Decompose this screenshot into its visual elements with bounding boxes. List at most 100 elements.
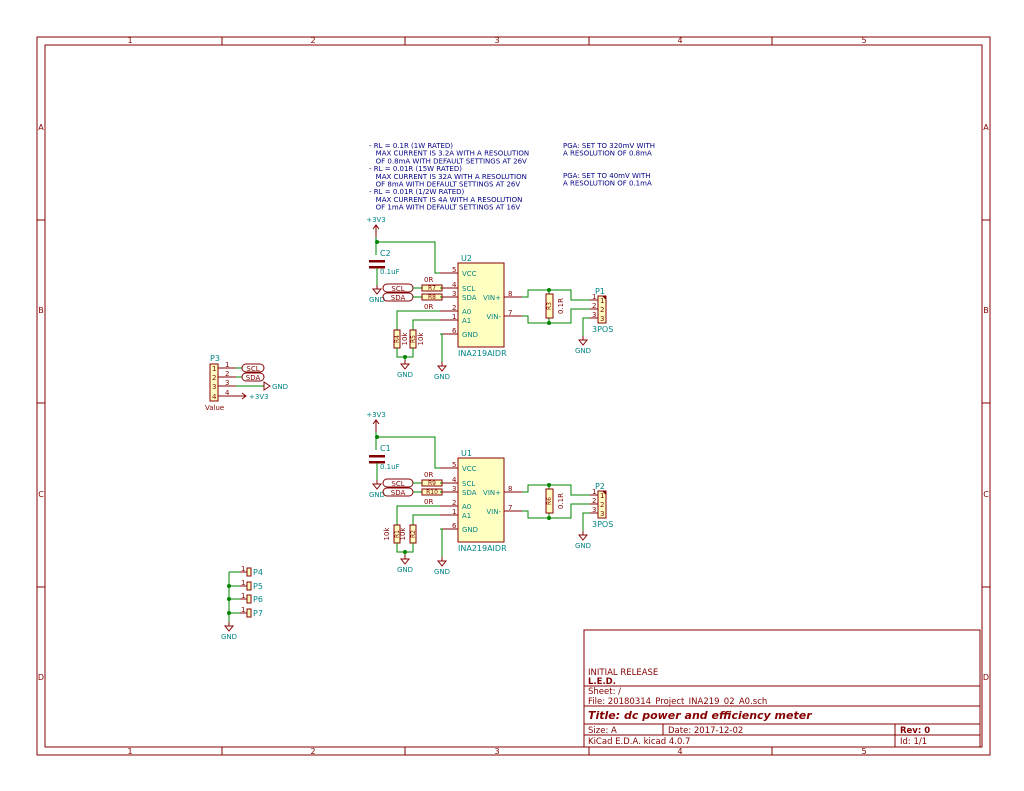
ic-body[interactable]: [457, 262, 505, 348]
ic-value: INA219AIDR: [458, 544, 507, 553]
gnd-label: GND: [369, 491, 385, 499]
pin-number: 2: [600, 306, 604, 314]
ground-symbol-icon: [577, 336, 589, 346]
resistor-ref: R4: [394, 335, 401, 343]
resistor-ref: R1: [394, 530, 401, 538]
design-notes: - RL = 0.1R (1W RATED) MAX CURRENT IS 3.…: [369, 142, 655, 212]
pin-number: 2: [592, 302, 596, 310]
pin-name: GND: [462, 331, 478, 339]
wire: [522, 308, 590, 324]
net-label-text: SDA: [246, 374, 261, 382]
net-label-text: SDA: [391, 489, 406, 497]
ground-symbol-icon: [223, 622, 235, 632]
resistor-value: 0.1R: [557, 493, 565, 509]
resistor-value: 10k: [401, 332, 409, 346]
note-line: OF 8mA WITH DEFAULT SETTINGS AT 26V: [369, 181, 520, 189]
tb-id: Id: 1/1: [900, 737, 927, 747]
wire: [440, 528, 443, 557]
pin-number: 4: [452, 281, 457, 289]
connector-p5[interactable]: [246, 581, 252, 591]
connector-p6[interactable]: [246, 594, 252, 604]
column-label: 4: [677, 747, 682, 756]
ground-symbol-icon: [371, 480, 383, 490]
resistor-value: 0R: [424, 303, 433, 311]
connector-value: 3POS: [592, 520, 613, 529]
resistor-ref: R10: [426, 489, 438, 496]
pin-number: 8: [508, 290, 512, 298]
net-label-text: SCL: [391, 480, 404, 488]
gnd-label: GND: [221, 633, 237, 641]
pin-number: 1: [241, 606, 245, 614]
row-label: B: [38, 306, 44, 315]
pin1-marker-icon: [602, 491, 606, 495]
tb-rev: Rev: 0: [900, 726, 930, 736]
note-line: OF 0.8mA WITH DEFAULT SETTINGS AT 26V: [369, 157, 527, 165]
connector-ref: P3: [210, 354, 220, 363]
pin-number: 3: [592, 506, 596, 514]
pin-name: VCC: [462, 465, 477, 473]
row-label: D: [38, 673, 44, 682]
row-label: B: [983, 306, 989, 315]
note-line: PGA: SET TO 320mV WITH: [563, 142, 655, 150]
pin-number: 5: [452, 461, 456, 469]
connector-value: 3POS: [592, 325, 613, 334]
row-label: C: [38, 490, 44, 499]
connector-ref: P1: [595, 287, 605, 296]
resistor-value: 10k: [383, 527, 391, 541]
cap-ref: C2: [380, 249, 391, 258]
column-label: 3: [494, 747, 499, 756]
pin-number: 5: [452, 266, 456, 274]
pin-number: 6: [452, 522, 457, 530]
connector-ref: P6: [253, 595, 263, 604]
power-arrow-icon: [236, 392, 247, 400]
vcc-label: +3V3: [366, 411, 386, 419]
row-label: A: [983, 123, 989, 132]
gnd-label: GND: [575, 347, 591, 355]
pin-name: VIN-: [486, 508, 501, 516]
pin-number: 2: [600, 501, 604, 509]
note-line: OF 1mA WITH DEFAULT SETTINGS AT 16V: [369, 204, 520, 212]
tb-comment: INITIAL RELEASE: [588, 668, 658, 678]
capacitor-symbol: [369, 266, 385, 269]
pin-number: 4: [452, 476, 457, 484]
note-line: - RL = 0.01R (15W RATED): [369, 165, 462, 173]
gnd-label: GND: [369, 296, 385, 304]
net-label-text: SCL: [246, 365, 259, 373]
ground-symbol-icon: [436, 362, 448, 372]
resistor-value: 10k: [417, 332, 425, 346]
pin-number: 1: [225, 361, 229, 369]
wire: [582, 512, 590, 531]
pin-number: 1: [592, 488, 596, 496]
connector-p7[interactable]: [246, 608, 252, 618]
ic-body[interactable]: [457, 457, 505, 543]
pin-number: 1: [452, 313, 456, 321]
pin-name: A1: [462, 317, 471, 325]
pin-name: VIN+: [483, 489, 501, 497]
capacitor-symbol: [369, 455, 385, 458]
resistor-ref: R7: [428, 285, 436, 292]
connector-ref: P7: [253, 609, 263, 618]
wire: [440, 333, 443, 362]
resistor-value: 0R: [424, 276, 433, 284]
resistor-value: 0R: [424, 498, 433, 506]
gnd-label: GND: [575, 542, 591, 550]
wire: [582, 317, 590, 336]
pin-number: 4: [212, 393, 217, 401]
pin-number: 1: [452, 508, 456, 516]
pin-number: 3: [600, 510, 604, 518]
pin-number: 3: [212, 383, 216, 391]
wire: [396, 310, 440, 330]
connector-p4[interactable]: [246, 567, 252, 577]
row-label: A: [38, 123, 44, 132]
resistor-ref: R9: [428, 480, 436, 487]
pin-number: 7: [508, 309, 512, 317]
resistor-ref: R5: [410, 335, 417, 343]
power-arrow-icon: [372, 419, 380, 432]
pin-number: 3: [452, 290, 456, 298]
resistor-value: 0R: [424, 471, 433, 479]
ground-symbol-icon: [263, 381, 271, 391]
wire: [522, 484, 590, 496]
